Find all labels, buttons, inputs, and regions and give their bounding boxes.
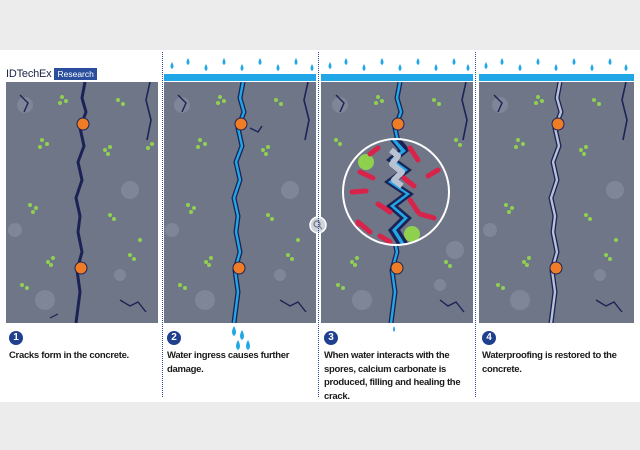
separator-2 <box>318 52 319 397</box>
step-4-number: 4 <box>482 331 496 345</box>
panel-1-content <box>8 82 154 323</box>
panel-2-content <box>165 82 310 323</box>
research-badge: Research <box>54 68 97 80</box>
step-1-text: Cracks form in the concrete. <box>9 350 129 361</box>
step-4-text: Waterproofing is restored to the concret… <box>482 350 617 375</box>
step-1-number: 1 <box>9 331 23 345</box>
dripping-water <box>232 326 395 350</box>
separator-3 <box>475 52 476 397</box>
raindrops <box>170 58 628 71</box>
step-3-number: 3 <box>324 331 338 345</box>
panel-3-content <box>332 82 468 323</box>
panel-4-content <box>483 82 628 323</box>
brand-name: IDTechEx <box>6 68 52 80</box>
step-2-text: Water ingress causes further damage. <box>167 350 290 375</box>
step-3-text: When water interacts with the spores, ca… <box>324 350 461 402</box>
water-surface-4 <box>479 74 634 81</box>
water-surface-3 <box>321 74 473 81</box>
step-2-number: 2 <box>167 331 181 345</box>
water-surface-2 <box>164 74 316 81</box>
separator-1 <box>162 52 163 397</box>
idtechex-logo: IDTechEx Research <box>6 68 97 80</box>
